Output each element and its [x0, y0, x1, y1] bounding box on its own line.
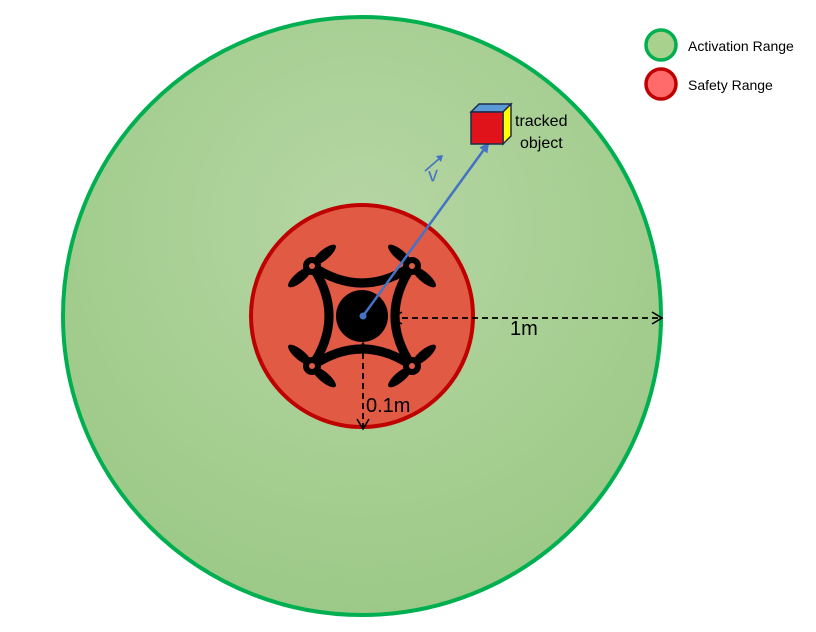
velocity-overline-icon [424, 155, 443, 172]
velocity-vector-arrow [361, 142, 490, 317]
tracked-object-label-line1: tracked [515, 113, 567, 130]
legend-safety-label: Safety Range [688, 77, 773, 93]
legend-activation-swatch [644, 28, 678, 62]
tracked-object-label-line2: object [520, 135, 563, 152]
activation-radius-label: 1m [510, 318, 538, 340]
legend-safety-swatch [644, 67, 678, 101]
legend-activation-label: Activation Range [688, 38, 794, 54]
legend: Activation Range Safety Range [644, 28, 794, 101]
safety-radius-label: 0.1m [366, 395, 410, 417]
cube-icon [469, 102, 513, 146]
